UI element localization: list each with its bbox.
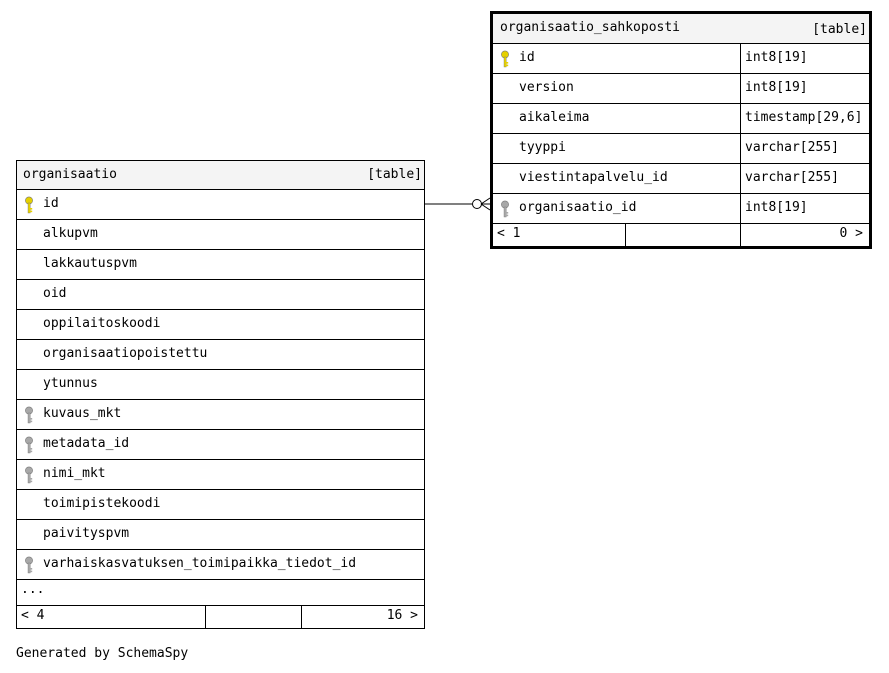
table-header[interactable]: organisaatio [table] [17,161,424,190]
column-name: paivityspvm [43,526,130,541]
table-kind: [table] [812,22,867,37]
footer-divider [740,224,741,246]
cell-divider [740,104,741,133]
foreign-key-icon [501,200,509,218]
table-row[interactable]: oppilaitoskoodi [17,310,424,340]
relationship-optional-circle [472,199,482,209]
column-name: lakkautuspvm [43,256,137,271]
foreign-key-icon [25,406,33,424]
table-footer: < 4 16 > [17,606,424,628]
column-name: ytunnus [43,376,98,391]
table-organisaatio[interactable]: organisaatio [table] id alkupvm lakkautusp… [16,160,425,629]
table-row[interactable]: viestintapalvelu_id varchar[255] [493,164,869,194]
cell-divider [740,164,741,193]
table-row[interactable]: organisaatio_id int8[19] [493,194,869,224]
relationship-crowfoot-top [480,197,491,205]
column-type: timestamp[29,6] [745,110,863,125]
cell-divider [740,194,741,223]
cell-divider [740,134,741,163]
column-type: int8[19] [745,200,808,215]
column-name: toimipistekoodi [43,496,161,511]
column-type: int8[19] [745,80,808,95]
parents-count[interactable]: < 4 [21,608,45,623]
footer-divider [205,606,206,628]
children-count[interactable]: 16 > [386,608,418,623]
table-row[interactable]: metadata_id [17,430,424,460]
table-row[interactable]: aikaleima timestamp[29,6] [493,104,869,134]
column-type: int8[19] [745,50,808,65]
primary-key-icon [25,196,33,214]
foreign-key-icon [25,556,33,574]
foreign-key-icon [25,466,33,484]
relationship-crowfoot-bottom [480,203,491,211]
children-count[interactable]: 0 > [839,226,863,241]
footer-divider [625,224,626,246]
table-row[interactable]: id [17,190,424,220]
table-header[interactable]: organisaatio_sahkoposti [table] [493,14,869,44]
column-list: id alkupvm lakkautuspvm oid oppilaitoskoodi o… [17,190,424,580]
table-row[interactable]: tyyppi varchar[255] [493,134,869,164]
column-type: varchar[255] [745,170,839,185]
table-row[interactable]: organisaatiopoistettu [17,340,424,370]
column-name: id [43,196,59,211]
footer-divider [301,606,302,628]
column-name: oid [43,286,67,301]
column-name: aikaleima [519,110,590,125]
column-name: alkupvm [43,226,98,241]
cell-divider [740,44,741,73]
table-row[interactable]: oid [17,280,424,310]
column-name: organisaatio_id [519,200,637,215]
column-name: kuvaus_mkt [43,406,122,421]
column-type: varchar[255] [745,140,839,155]
more-columns[interactable]: ... [17,580,424,606]
table-row[interactable]: lakkautuspvm [17,250,424,280]
foreign-key-icon [25,436,33,454]
table-row[interactable]: nimi_mkt [17,460,424,490]
primary-key-icon [501,50,509,68]
generated-by-caption: Generated by SchemaSpy [16,646,189,661]
column-list: id int8[19] version int8[19] aikaleima timest… [493,44,869,224]
column-name: tyyppi [519,140,566,155]
table-row[interactable]: paivityspvm [17,520,424,550]
table-organisaatio-sahkoposti[interactable]: organisaatio_sahkoposti [table] id int8[1… [490,11,872,249]
cell-divider [740,74,741,103]
column-name: oppilaitoskoodi [43,316,161,331]
table-row[interactable]: alkupvm [17,220,424,250]
column-name: viestintapalvelu_id [519,170,668,185]
table-footer: < 1 0 > [493,224,869,246]
table-row[interactable]: kuvaus_mkt [17,400,424,430]
column-name: varhaiskasvatuksen_toimipaikka_tiedot_id [43,556,357,571]
table-row[interactable]: version int8[19] [493,74,869,104]
column-name: id [519,50,535,65]
table-row[interactable]: varhaiskasvatuksen_toimipaikka_tiedot_id [17,550,424,580]
parents-count[interactable]: < 1 [497,226,521,241]
column-name: metadata_id [43,436,130,451]
table-name: organisaatio_sahkoposti [500,20,681,35]
table-row[interactable]: id int8[19] [493,44,869,74]
table-name: organisaatio [23,167,117,182]
column-name: version [519,80,574,95]
table-row[interactable]: ytunnus [17,370,424,400]
column-name: nimi_mkt [43,466,106,481]
column-name: organisaatiopoistettu [43,346,208,361]
table-row[interactable]: toimipistekoodi [17,490,424,520]
table-kind: [table] [367,167,422,182]
